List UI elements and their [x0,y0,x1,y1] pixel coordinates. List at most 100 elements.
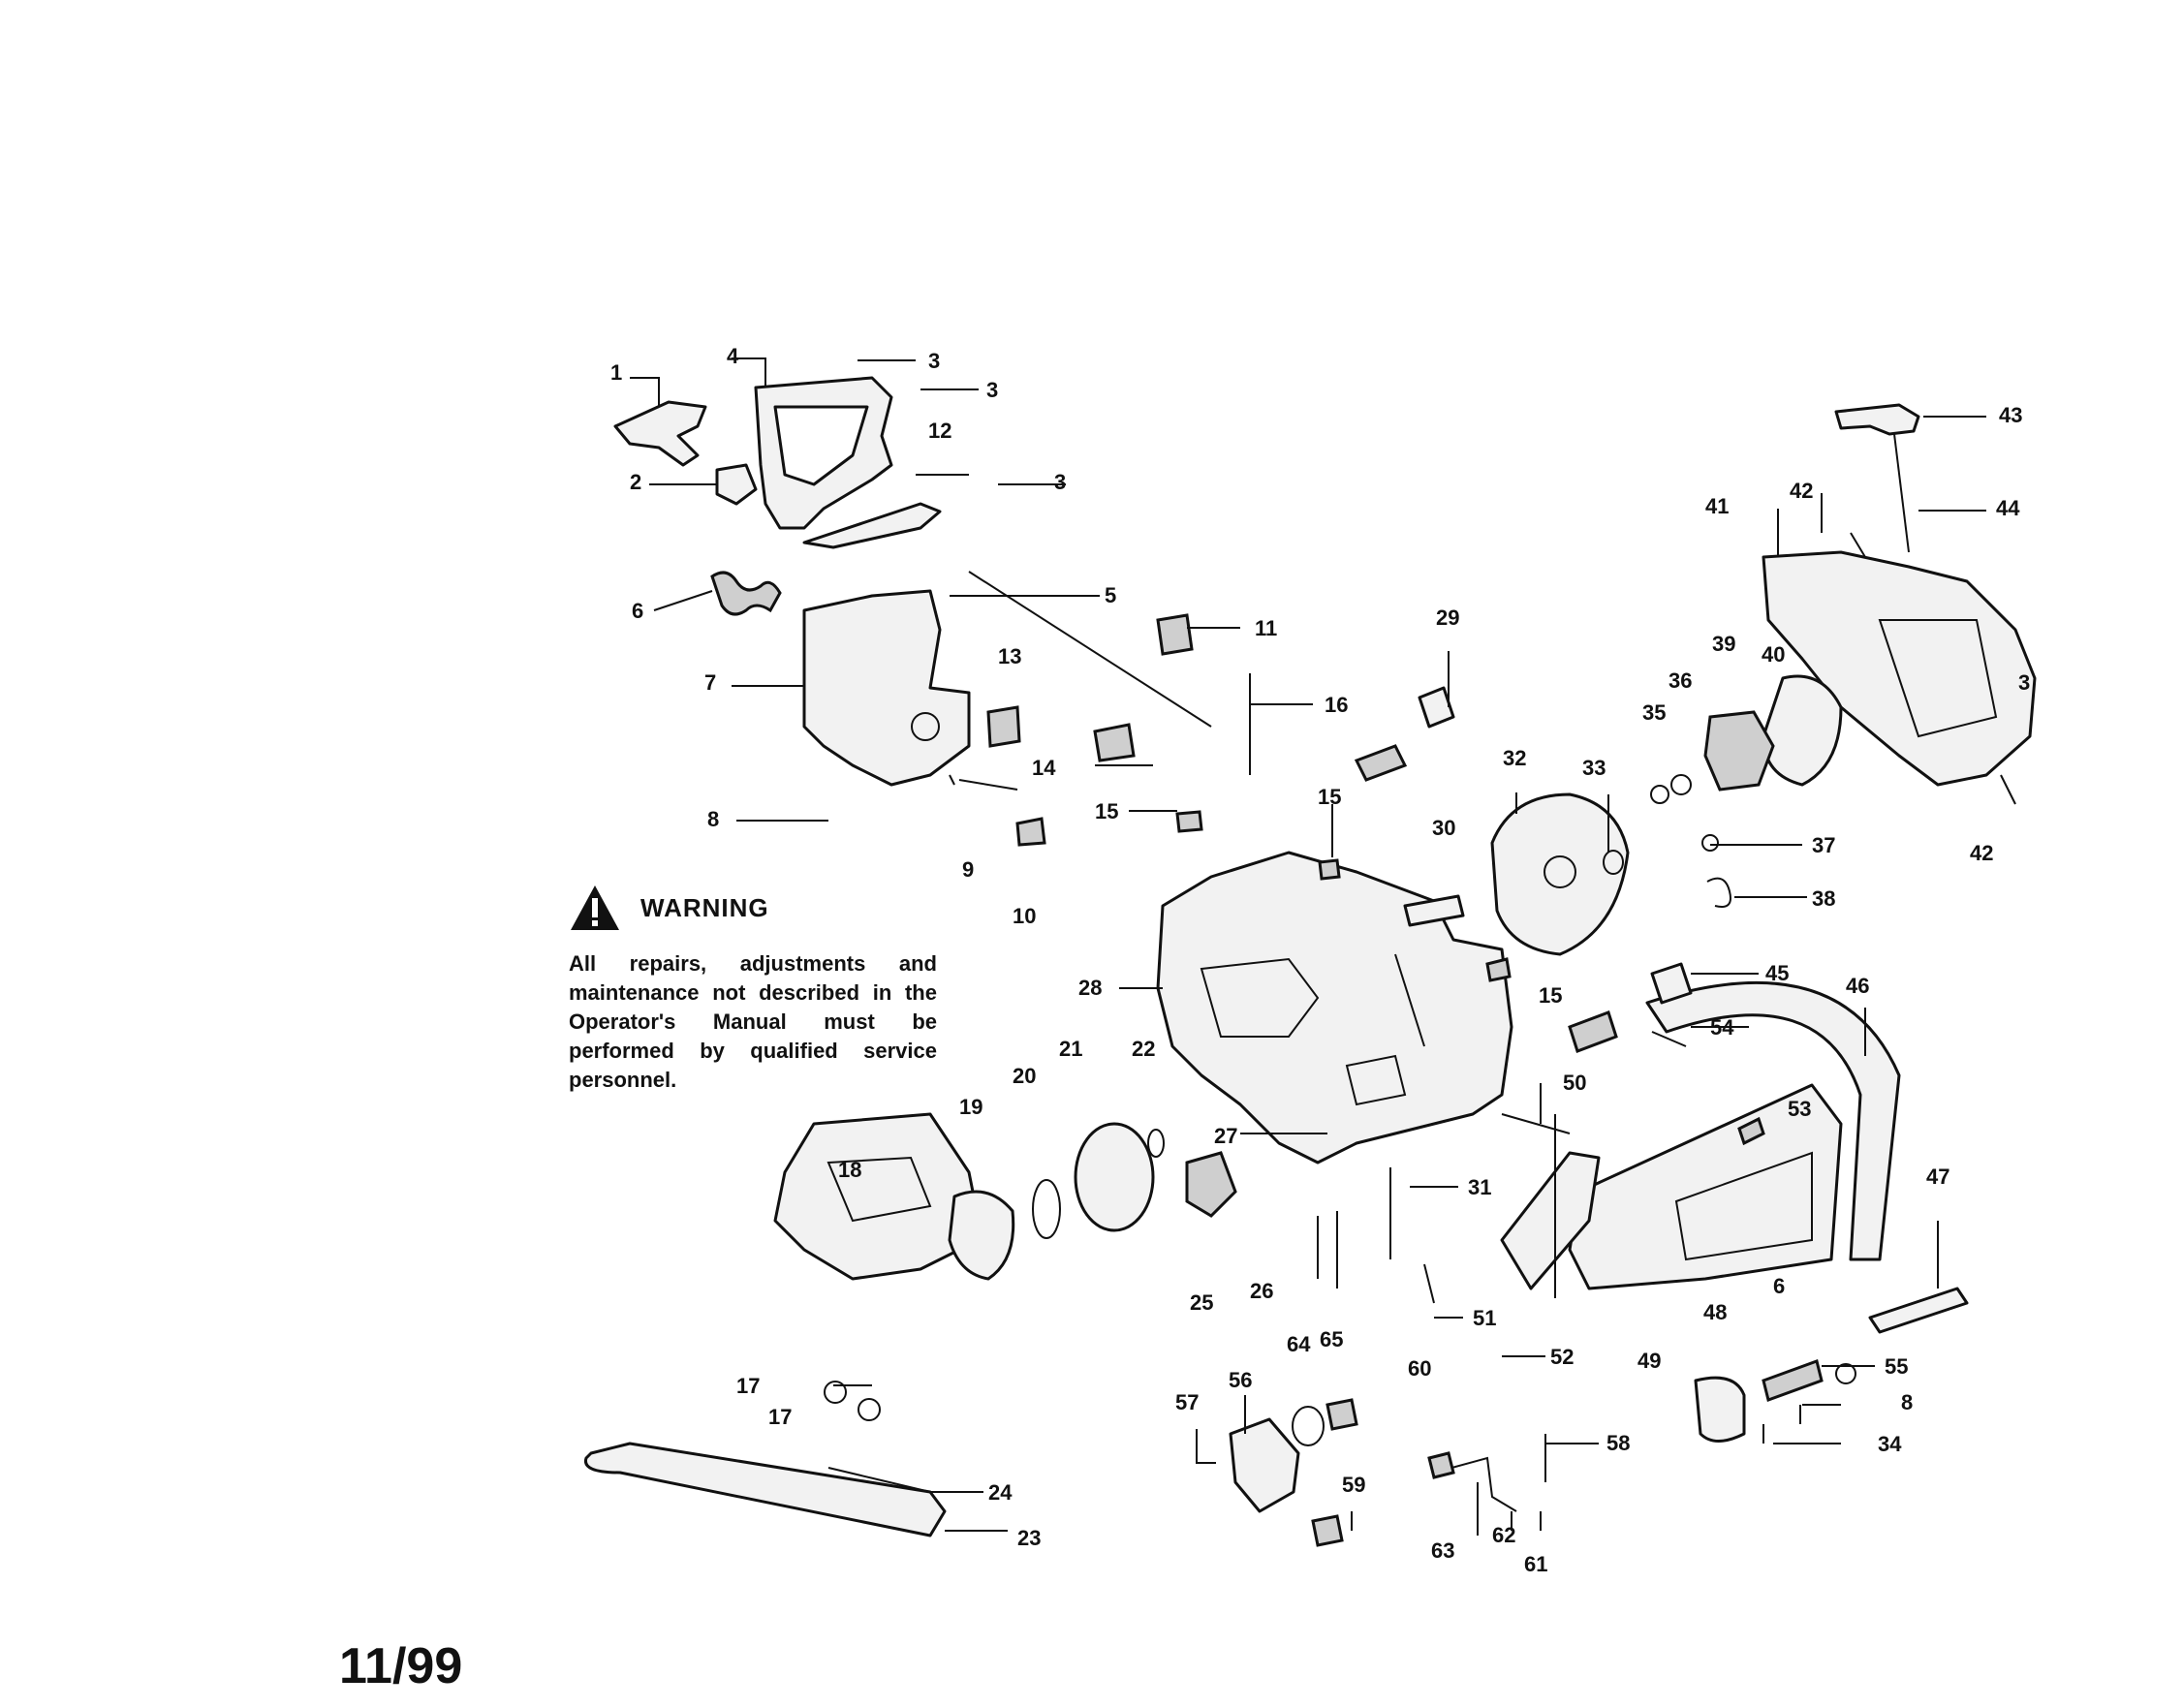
flywheel-group [1354,686,1630,956]
callout-53: 53 [1788,1097,1811,1121]
callout-3d: 3 [2018,670,2030,695]
callout-12: 12 [928,419,951,443]
callout-5: 5 [1105,583,1116,607]
callout-14: 14 [1032,756,1056,780]
part-42-screw [1850,532,1866,558]
callout-34: 34 [1878,1432,1902,1456]
callout-56: 56 [1229,1368,1252,1392]
callout-59: 59 [1342,1473,1365,1497]
leader-lines [630,357,1986,1536]
callout-54: 54 [1710,1015,1734,1040]
callout-26: 26 [1250,1279,1273,1303]
part-10-clip [1015,817,1046,847]
callout-35: 35 [1642,700,1666,725]
warning-header: WARNING [569,884,937,932]
callout-19: 19 [959,1095,982,1119]
part-22-washer [1147,1129,1165,1158]
callout-3c: 3 [1054,470,1066,494]
top-handle-group [613,376,1212,847]
callout-40: 40 [1762,642,1785,667]
callout-47: 47 [1926,1165,1949,1189]
callout-43: 43 [1999,403,2022,427]
crankcase-group [1093,613,1571,1165]
part-30-stud [1394,953,1425,1047]
part-14-switch [1093,723,1136,762]
callout-36: 36 [1668,668,1692,693]
callout-11: 11 [1255,616,1277,640]
callout-42a: 42 [1790,479,1813,503]
part-7-bolt-hole [911,712,940,741]
callout-62: 62 [1492,1523,1515,1547]
part-5-throttle-rod [968,571,1212,728]
callout-1: 1 [610,360,622,385]
part-46-front-handle [1645,980,1901,1261]
callout-48: 48 [1703,1300,1727,1324]
callout-46: 46 [1846,974,1869,998]
part-13-spring [986,705,1021,748]
callout-6b: 6 [1773,1274,1785,1298]
part-21-drum [1074,1122,1155,1232]
crankcase-flange [1345,1054,1407,1106]
part-59-fitting [1311,1514,1344,1547]
callout-3a: 3 [928,349,940,373]
part-64-gear [1292,1406,1325,1446]
callout-50: 50 [1563,1071,1586,1095]
part-20-washer [1032,1179,1061,1239]
clutch-group [583,1112,1391,1537]
callout-38: 38 [1812,886,1835,911]
part-39-flange [1703,710,1775,792]
part-52-bracket [1500,1151,1601,1290]
callout-64: 64 [1287,1332,1311,1356]
callout-10: 10 [1013,904,1036,928]
callout-55: 55 [1885,1354,1908,1379]
part-19-clutch [948,1190,1015,1281]
callout-57: 57 [1175,1390,1199,1414]
callout-58: 58 [1606,1431,1630,1455]
part-12-throttle-trigger [802,502,942,549]
warning-notice: WARNING All repairs, adjustments and mai… [569,884,937,1095]
part-17-nut [824,1381,847,1404]
callout-30: 30 [1432,816,1455,840]
callout-51: 51 [1473,1306,1496,1330]
part-30-studs [1403,894,1465,927]
callout-45: 45 [1765,961,1789,985]
part-44-rope [1893,433,1910,553]
part-4-handle-housing [754,376,893,530]
callout-27: 27 [1214,1124,1237,1148]
part-58-hose [1433,1456,1517,1512]
callout-28: 28 [1078,976,1102,1000]
callout-32: 32 [1503,746,1526,770]
part-56-pump-plate [1229,1417,1300,1513]
callout-31: 31 [1468,1175,1491,1199]
date-stamp: 11/99 [339,1638,463,1694]
part-43-handle [1834,403,1920,436]
warning-title: WARNING [640,892,769,922]
part-50-bolt [1501,1113,1571,1134]
part-29-cap [1354,744,1408,782]
part-42-screw-b [2000,774,2016,805]
part-45-cap [1650,962,1693,1005]
callout-15c: 15 [1539,983,1562,1008]
callout-41: 41 [1705,494,1729,518]
callout-23: 23 [1017,1526,1041,1550]
callout-13: 13 [998,644,1021,668]
part-29-plug-boot [1418,686,1455,729]
part-17-nut-b [858,1398,881,1421]
part-47-plate [1868,1287,1969,1334]
warning-body: All repairs, adjustments and maintenance… [569,951,937,1092]
part-38-spring [1706,877,1731,908]
part-54-pin [1651,1031,1687,1047]
part-6-spring-b [1762,1359,1824,1402]
callout-29: 29 [1436,606,1459,630]
part-37-screw [1701,834,1719,852]
callout-21: 21 [1059,1037,1082,1061]
part-28-crankcase [1156,851,1513,1165]
part-15-grommet-b [1318,858,1341,881]
part-25-bar-plate [1185,1151,1237,1218]
callout-49: 49 [1637,1349,1661,1373]
front-handle-group [1423,962,1969,1444]
callout-22: 22 [1132,1037,1155,1061]
part-1-throttle-lockout [613,400,707,467]
callout-37: 37 [1812,833,1835,857]
